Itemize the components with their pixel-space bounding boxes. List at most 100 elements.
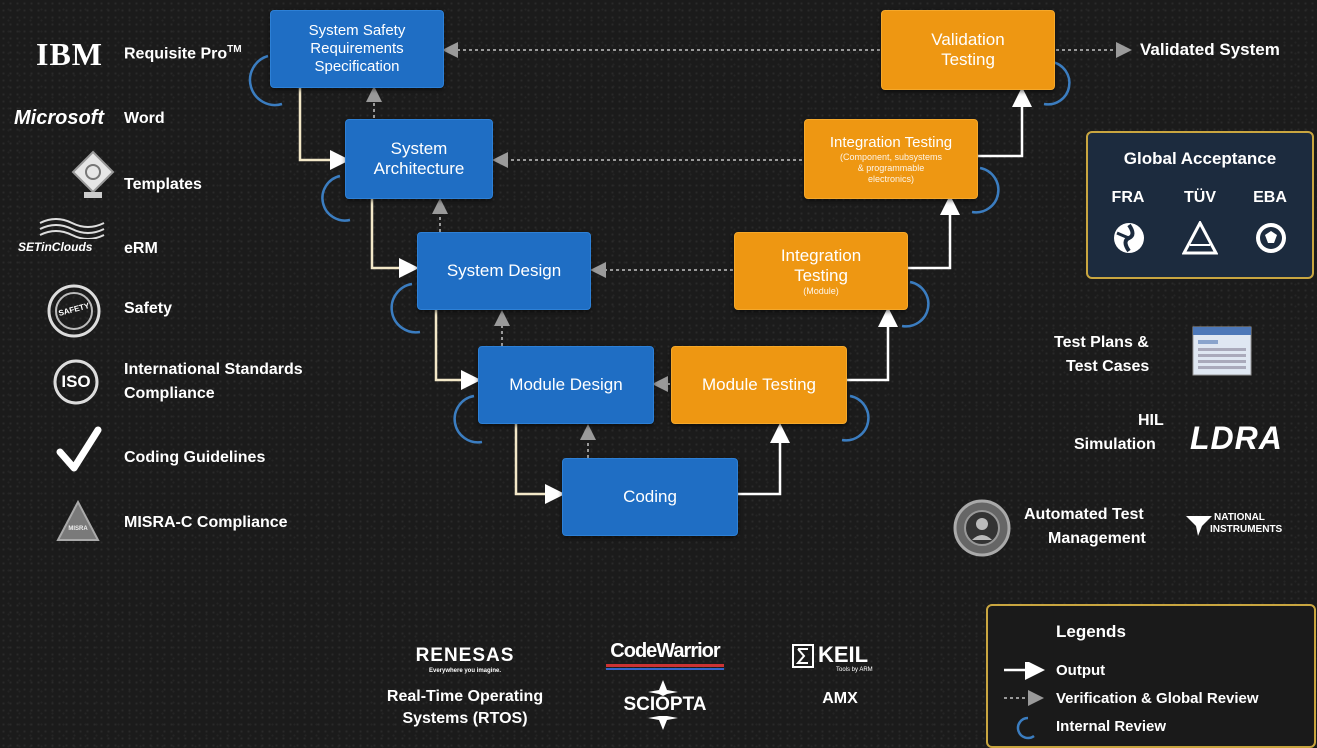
- rtos-label-2: Systems (RTOS): [402, 710, 528, 727]
- amx-label: AMX: [822, 690, 858, 707]
- box-inttest-sys-sub1: (Component, subsystems: [839, 151, 943, 162]
- renesas-tagline: Everywhere you imagine.: [428, 668, 502, 674]
- setinclouds-icon: [36, 215, 106, 239]
- org-eba: EBA: [1253, 189, 1287, 206]
- review-loop-moddesign: [453, 394, 483, 444]
- validated-system-label: Validated System: [1140, 40, 1280, 59]
- test-plans-label-1: Test Plans &: [1054, 334, 1149, 351]
- box-arch-line2: Architecture: [373, 159, 465, 178]
- codewarrior-logo: CodeWarrior: [610, 640, 720, 662]
- box-coding-line1: Coding: [623, 487, 677, 506]
- test-plans-label-2: Test Cases: [1066, 358, 1150, 375]
- review-loop-inttest: [901, 280, 930, 328]
- review-loop-arch: [321, 174, 351, 222]
- safety-seal-icon: [46, 283, 102, 339]
- legends-title: Legends: [1056, 622, 1126, 641]
- tuv-triangle-icon: [1182, 221, 1218, 255]
- tool-intl-standards-label-1: International Standards: [124, 361, 303, 378]
- box-inttest-sys-line1: Integration Testing: [829, 133, 953, 151]
- global-acceptance-title: Global Acceptance: [1123, 149, 1277, 168]
- misra-logo-text: MISRA: [68, 526, 88, 532]
- sciopta-star-icon: [648, 680, 678, 696]
- review-loop-sysdesign: [390, 282, 421, 334]
- review-loop-validation: [1043, 60, 1071, 106]
- test-plans-screenshot-icon: [1192, 326, 1252, 376]
- atm-label-2: Management: [1048, 530, 1146, 547]
- tool-requisite-pro-label: Requisite ProTM: [124, 44, 242, 63]
- box-sysdesign-line1: System Design: [446, 261, 562, 280]
- output-arrow-inttest2-validation: [978, 87, 1032, 158]
- box-val-line1: Validation: [931, 30, 1005, 49]
- org-tuv: TÜV: [1184, 189, 1216, 206]
- tool-misra-label: MISRA-C Compliance: [124, 514, 288, 531]
- tool-coding-guidelines-label: Coding Guidelines: [124, 449, 266, 466]
- box-integration-testing-module: Integration Testing (Module): [734, 232, 908, 310]
- eba-eagle-icon: [1254, 221, 1288, 255]
- global-acceptance-panel: Global Acceptance FRA TÜV EBA: [1086, 131, 1314, 279]
- box-system-architecture: System Architecture: [345, 119, 493, 199]
- legends-panel: Legends Output Verification & Global Rev…: [986, 604, 1316, 748]
- internal-review-loops: [248, 54, 1071, 444]
- review-loop-inttest2: [971, 166, 1000, 214]
- box-coding: Coding: [562, 458, 738, 536]
- tool-word-label: Word: [124, 110, 165, 127]
- output-arrow-moddesign-coding: [514, 424, 565, 504]
- fra-emblem-icon: [1112, 221, 1146, 255]
- box-inttest-mod-line2: Testing: [794, 265, 848, 285]
- box-req-line3: Specification: [314, 58, 400, 75]
- box-inttest-mod-sub: (Module): [803, 285, 839, 296]
- tool-safety-label: Safety: [124, 300, 173, 317]
- keil-sigma-icon: [792, 644, 814, 668]
- box-req-line2: Requirements: [310, 40, 404, 57]
- box-system-design: System Design: [417, 232, 591, 310]
- tool-setinclouds-logo: SETinClouds: [18, 240, 93, 254]
- legend-internal-review-label: Internal Review: [1056, 718, 1167, 735]
- codewarrior-underline: [606, 664, 724, 667]
- tool-iso-logo: ISO: [61, 372, 91, 391]
- hil-label-1: HIL: [1138, 412, 1164, 429]
- box-val-line2: Testing: [941, 50, 995, 69]
- tool-erm-label: eRM: [124, 240, 158, 257]
- tool-microsoft-logo: Microsoft: [14, 107, 104, 129]
- national-instruments-eagle-icon: [1184, 512, 1214, 538]
- sciopta-logo: SCIOPTA: [623, 694, 707, 715]
- templates-icon: [70, 150, 116, 200]
- box-module-design: Module Design: [478, 346, 654, 424]
- output-arrow-inttest-inttest2: [906, 195, 960, 270]
- misra-icon: [56, 500, 100, 542]
- output-arrow-modtest-inttest: [846, 307, 898, 382]
- review-loop-req: [248, 54, 283, 107]
- box-system-safety-requirements: System Safety Requirements Specification: [270, 10, 444, 88]
- review-loop-modtest: [841, 394, 870, 442]
- legend-verification-label: Verification & Global Review: [1056, 690, 1259, 707]
- box-moddesign-line1: Module Design: [509, 375, 623, 394]
- output-arrow-coding-modtest: [738, 423, 790, 496]
- output-arrow-arch-sysdesign: [370, 198, 419, 278]
- renesas-logo: RENESAS: [415, 645, 515, 666]
- box-inttest-mod-line1: Integration: [780, 245, 862, 265]
- box-inttest-sys-sub3: electronics): [867, 173, 914, 184]
- legend-symbols: [1004, 662, 1045, 740]
- codewarrior-underline-blue: [606, 668, 724, 670]
- atm-label-1: Automated Test: [1024, 506, 1144, 523]
- tool-ibm-logo: IBM: [36, 36, 103, 72]
- box-req-line1: System Safety: [308, 22, 406, 39]
- rtos-label-1: Real-Time Operating: [386, 688, 544, 705]
- output-arrow-req-arch: [298, 86, 350, 170]
- box-inttest-sys-sub2: & programmable: [857, 162, 925, 173]
- tool-intl-standards-label-2: Compliance: [124, 385, 215, 402]
- tool-templates-label: Templates: [124, 176, 202, 193]
- ldra-logo: LDRA: [1190, 420, 1283, 456]
- ni-logo-line1: NATIONAL: [1214, 512, 1265, 523]
- box-module-testing: Module Testing: [671, 346, 847, 424]
- keil-tagline: Tools by ARM: [836, 667, 873, 673]
- ni-logo-line2: INSTRUMENTS: [1210, 524, 1283, 535]
- org-fra: FRA: [1111, 189, 1145, 206]
- sciopta-star-bottom-icon: [648, 716, 678, 730]
- checkmark-icon: [56, 424, 102, 474]
- box-validation-testing: Validation Testing: [881, 10, 1055, 90]
- automated-test-gear-icon: [952, 498, 1012, 558]
- box-arch-line1: System: [390, 139, 448, 158]
- iso-icon: [52, 358, 100, 406]
